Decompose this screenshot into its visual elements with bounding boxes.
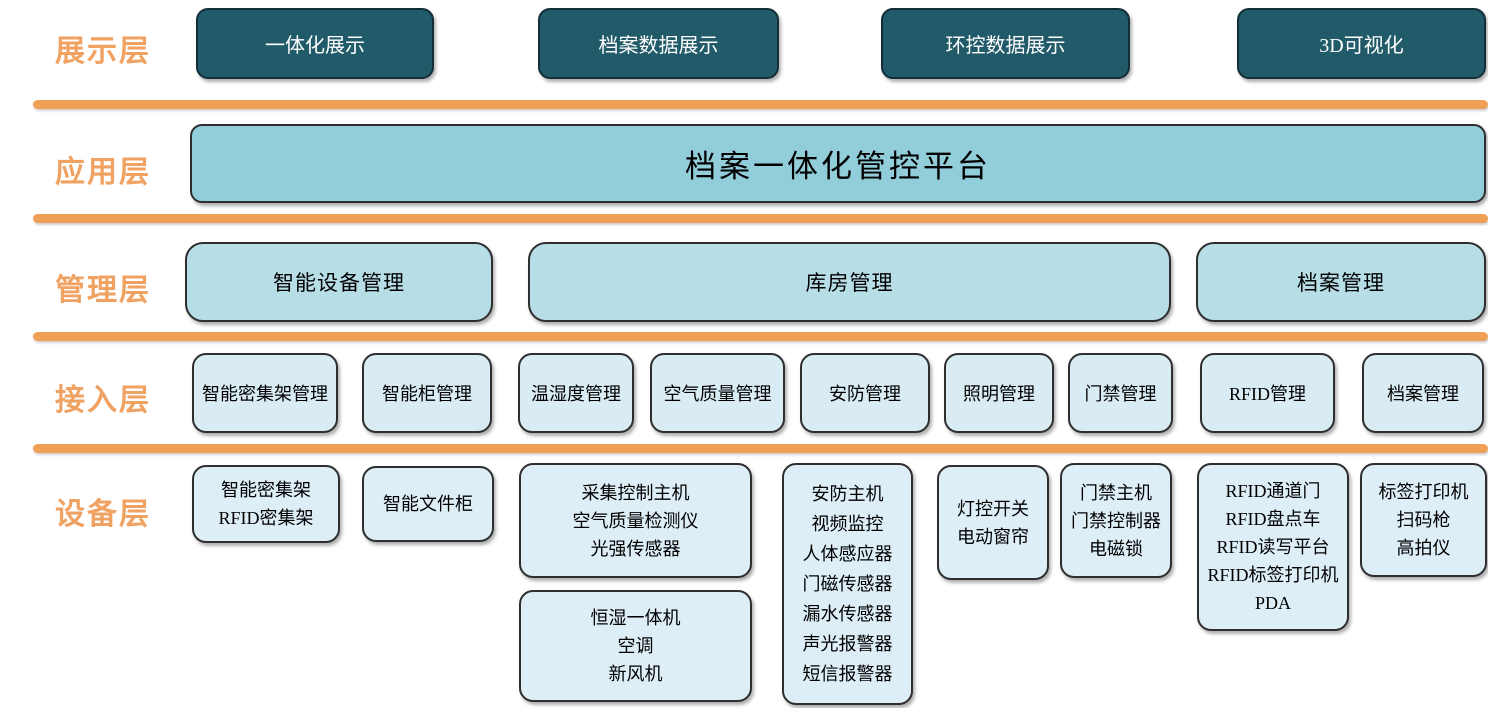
device-line: 采集控制主机: [581, 482, 690, 503]
device-line: 电动窗帘: [957, 526, 1029, 547]
device-line: 空气质量检测仪: [572, 510, 699, 531]
display-box-integrated-display: 一体化展示: [196, 8, 434, 79]
access-box-rfid: RFID管理: [1200, 353, 1335, 433]
device-line: 视频监控: [811, 514, 884, 534]
device-line: 新风机: [608, 664, 663, 684]
device-line: 扫码枪: [1396, 510, 1451, 530]
device-box-smart-file-cabinet: 智能文件柜: [362, 466, 494, 542]
access-box-smart-cabinet: 智能柜管理: [362, 353, 492, 433]
device-box-collection-host: 采集控制主机 空气质量检测仪 光强传感器: [519, 463, 752, 578]
device-box-lighting-devices: 灯控开关 电动窗帘: [937, 465, 1049, 580]
divider-access-device: [33, 444, 1488, 453]
device-line: 光强传感器: [590, 538, 681, 559]
divider-display-application: [33, 100, 1488, 109]
access-box-dense-rack-mgmt: 智能密集架管理: [192, 353, 338, 433]
display-box-env-control-data: 环控数据展示: [881, 8, 1130, 79]
device-line: 智能密集架: [221, 480, 311, 500]
access-box-air-quality: 空气质量管理: [650, 353, 785, 433]
device-line: RFID读写平台: [1216, 537, 1330, 557]
device-line: 空调: [617, 636, 654, 656]
layer-label-display: 展示层: [55, 35, 151, 68]
layer-label-application: 应用层: [55, 156, 151, 189]
device-box-security-devices: 安防主机 视频监控 人体感应器 门磁传感器 漏水传感器 声光报警器 短信报警器: [782, 463, 913, 705]
management-box-warehouse: 库房管理: [528, 242, 1171, 322]
device-box-hvac: 恒湿一体机 空调 新风机: [519, 590, 752, 702]
device-line: 安防主机: [811, 484, 884, 504]
device-line: 智能文件柜: [383, 494, 473, 514]
access-box-temp-humidity: 温湿度管理: [518, 353, 634, 433]
access-box-door-control: 门禁管理: [1068, 353, 1173, 433]
device-line: PDA: [1254, 593, 1291, 613]
device-line: RFID密集架: [218, 508, 314, 528]
device-box-label-printer-devices: 标签打印机 扫码枪 高拍仪: [1360, 463, 1487, 577]
device-line: 门磁传感器: [802, 574, 893, 594]
device-line: 人体感应器: [802, 544, 893, 564]
device-box-door-devices: 门禁主机 门禁控制器 电磁锁: [1060, 463, 1172, 578]
management-box-smart-device: 智能设备管理: [185, 242, 493, 322]
display-box-3d-visualization: 3D可视化: [1237, 8, 1486, 79]
device-line: 门禁控制器: [1071, 510, 1161, 531]
access-box-archive: 档案管理: [1362, 353, 1484, 433]
divider-management-access: [33, 332, 1488, 341]
display-box-archive-data: 档案数据展示: [538, 8, 779, 79]
divider-application-management: [33, 214, 1488, 223]
device-line: 短信报警器: [802, 664, 893, 684]
application-box-platform: 档案一体化管控平台: [190, 124, 1486, 203]
device-line: 声光报警器: [802, 634, 893, 654]
device-line: RFID通道门: [1225, 481, 1321, 501]
access-box-security: 安防管理: [800, 353, 930, 433]
device-line: 标签打印机: [1378, 482, 1469, 502]
layer-label-access: 接入层: [55, 384, 151, 417]
layer-label-management: 管理层: [55, 274, 151, 307]
layer-label-device: 设备层: [55, 498, 151, 531]
device-line: RFID盘点车: [1225, 509, 1321, 529]
device-line: RFID标签打印机: [1207, 565, 1339, 585]
device-line: 高拍仪: [1396, 538, 1451, 558]
device-line: 灯控开关: [957, 498, 1029, 519]
device-line: 门禁主机: [1080, 482, 1152, 503]
device-line: 恒湿一体机: [590, 608, 681, 628]
device-box-dense-racks: 智能密集架 RFID密集架: [192, 465, 340, 543]
device-box-rfid-devices: RFID通道门 RFID盘点车 RFID读写平台 RFID标签打印机 PDA: [1197, 463, 1349, 631]
access-box-lighting: 照明管理: [944, 353, 1054, 433]
device-line: 漏水传感器: [802, 604, 893, 624]
device-line: 电磁锁: [1089, 538, 1143, 559]
management-box-archive: 档案管理: [1196, 242, 1486, 322]
